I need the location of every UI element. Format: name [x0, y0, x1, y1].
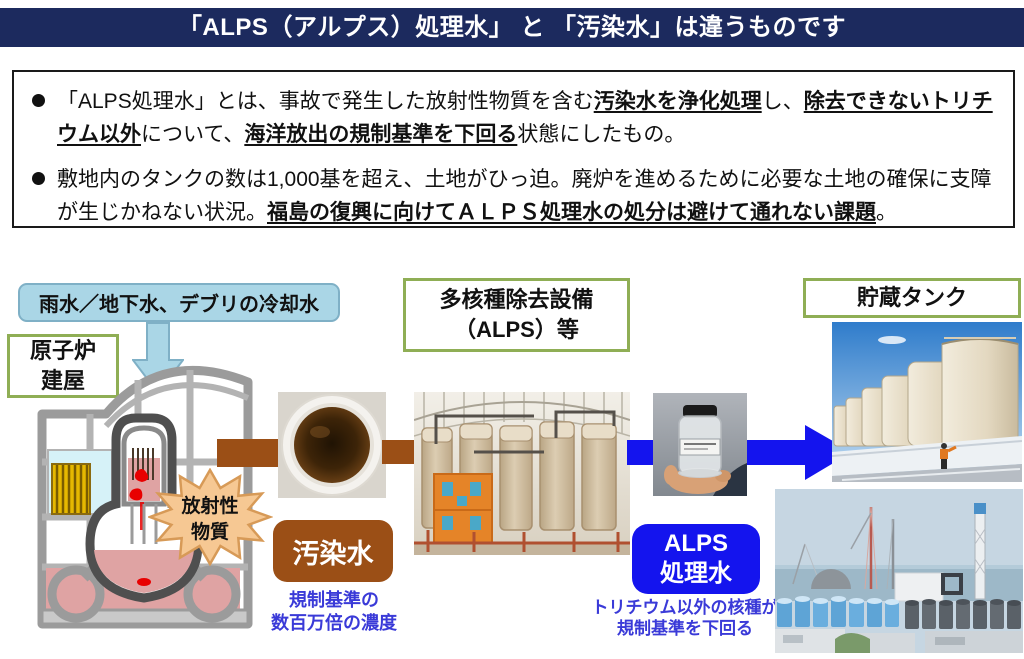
storage-tank-label: 貯蔵タンク	[803, 278, 1021, 318]
bullet-icon	[32, 172, 45, 185]
sample-jar	[678, 405, 722, 477]
treated-water-line2: 処理水	[660, 560, 732, 587]
radioactive-text-line1: 放射性	[180, 494, 238, 517]
plant-site-photo	[775, 489, 1023, 653]
contaminated-water-caption: 規制基準の 数百万倍の濃度	[250, 589, 418, 634]
fuel-rack	[51, 463, 91, 515]
tank-row	[833, 337, 1019, 447]
foreground-buildings	[775, 629, 1023, 653]
contaminated-caption-line2: 数百万倍の濃度	[271, 612, 397, 633]
summary-list: 「ALPS処理水」とは、事故で発生した放射性物質を含む汚染水を浄化処理し、除去で…	[30, 85, 999, 229]
cranes	[792, 506, 895, 590]
storage-tanks-photo	[832, 322, 1022, 482]
contaminated-water-text: 汚染水	[292, 538, 374, 569]
treated-caption-line1: トリチウム以外の核種が	[591, 598, 779, 617]
contaminated-caption-line1: 規制基準の	[289, 590, 379, 610]
reactor-building-illustration	[37, 366, 253, 629]
inflow-water-label: 雨水／地下水、デブリの冷却水	[18, 283, 340, 322]
reactor-building-label: 原子炉 建屋	[7, 334, 119, 398]
contaminated-water-photo	[278, 392, 386, 498]
treated-water-bottle-photo	[653, 393, 747, 496]
summary-box: 「ALPS処理水」とは、事故で発生した放射性物質を含む汚染水を浄化処理し、除去で…	[12, 70, 1015, 228]
summary-bullet: 「ALPS処理水」とは、事故で発生した放射性物質を含む汚染水を浄化処理し、除去で…	[30, 85, 999, 151]
contaminated-water-label: 汚染水	[273, 520, 393, 582]
alps-facility-label-line1: 多核種除去設備	[439, 287, 594, 313]
treated-water-caption: トリチウム以外の核種が 規制基準を下回る	[590, 597, 780, 640]
alps-facility-label-line2: （ALPS）等	[454, 317, 579, 342]
bullet-icon	[32, 94, 45, 107]
blue-tank-rows	[777, 596, 1021, 629]
alps-facility-photo	[414, 392, 630, 555]
exhaust-stack	[974, 503, 986, 600]
summary-bullet-text: 「ALPS処理水」とは、事故で発生した放射性物質を含む汚染水を浄化処理し、除去で…	[57, 90, 993, 146]
reactor-label-line2: 建屋	[40, 368, 85, 393]
reactor-dome	[811, 569, 851, 589]
reactor-pressure-vessel	[121, 425, 167, 544]
treated-water-line1: ALPS	[663, 530, 728, 557]
treated-water-label: ALPS 処理水	[632, 524, 760, 594]
worker	[940, 443, 957, 469]
radioactive-material-burst: 放射性 物質	[148, 468, 273, 566]
storage-tank-label-text: 貯蔵タンク	[856, 285, 967, 311]
alps-facility-label: 多核種除去設備 （ALPS）等	[403, 278, 630, 352]
torus	[47, 560, 241, 623]
inflow-water-text: 雨水／地下水、デブリの冷却水	[39, 294, 319, 316]
orange-cabinet	[433, 473, 493, 547]
page-title: 「ALPS（アルプス）処理水」 と 「汚染水」は違うものです	[0, 8, 1024, 47]
radioactive-text-line2: 物質	[191, 520, 229, 543]
summary-bullet: 敷地内のタンクの数は1,000基を超え、土地がひっ迫。廃炉を進めるために必要な土…	[30, 163, 999, 229]
reactor-label-line1: 原子炉	[29, 338, 96, 364]
treated-caption-line2: 規制基準を下回る	[617, 619, 753, 639]
summary-bullet-text: 敷地内のタンクの数は1,000基を超え、土地がひっ迫。廃炉を進めるために必要な土…	[57, 168, 992, 224]
arrow-reactor-to-water	[217, 439, 280, 467]
